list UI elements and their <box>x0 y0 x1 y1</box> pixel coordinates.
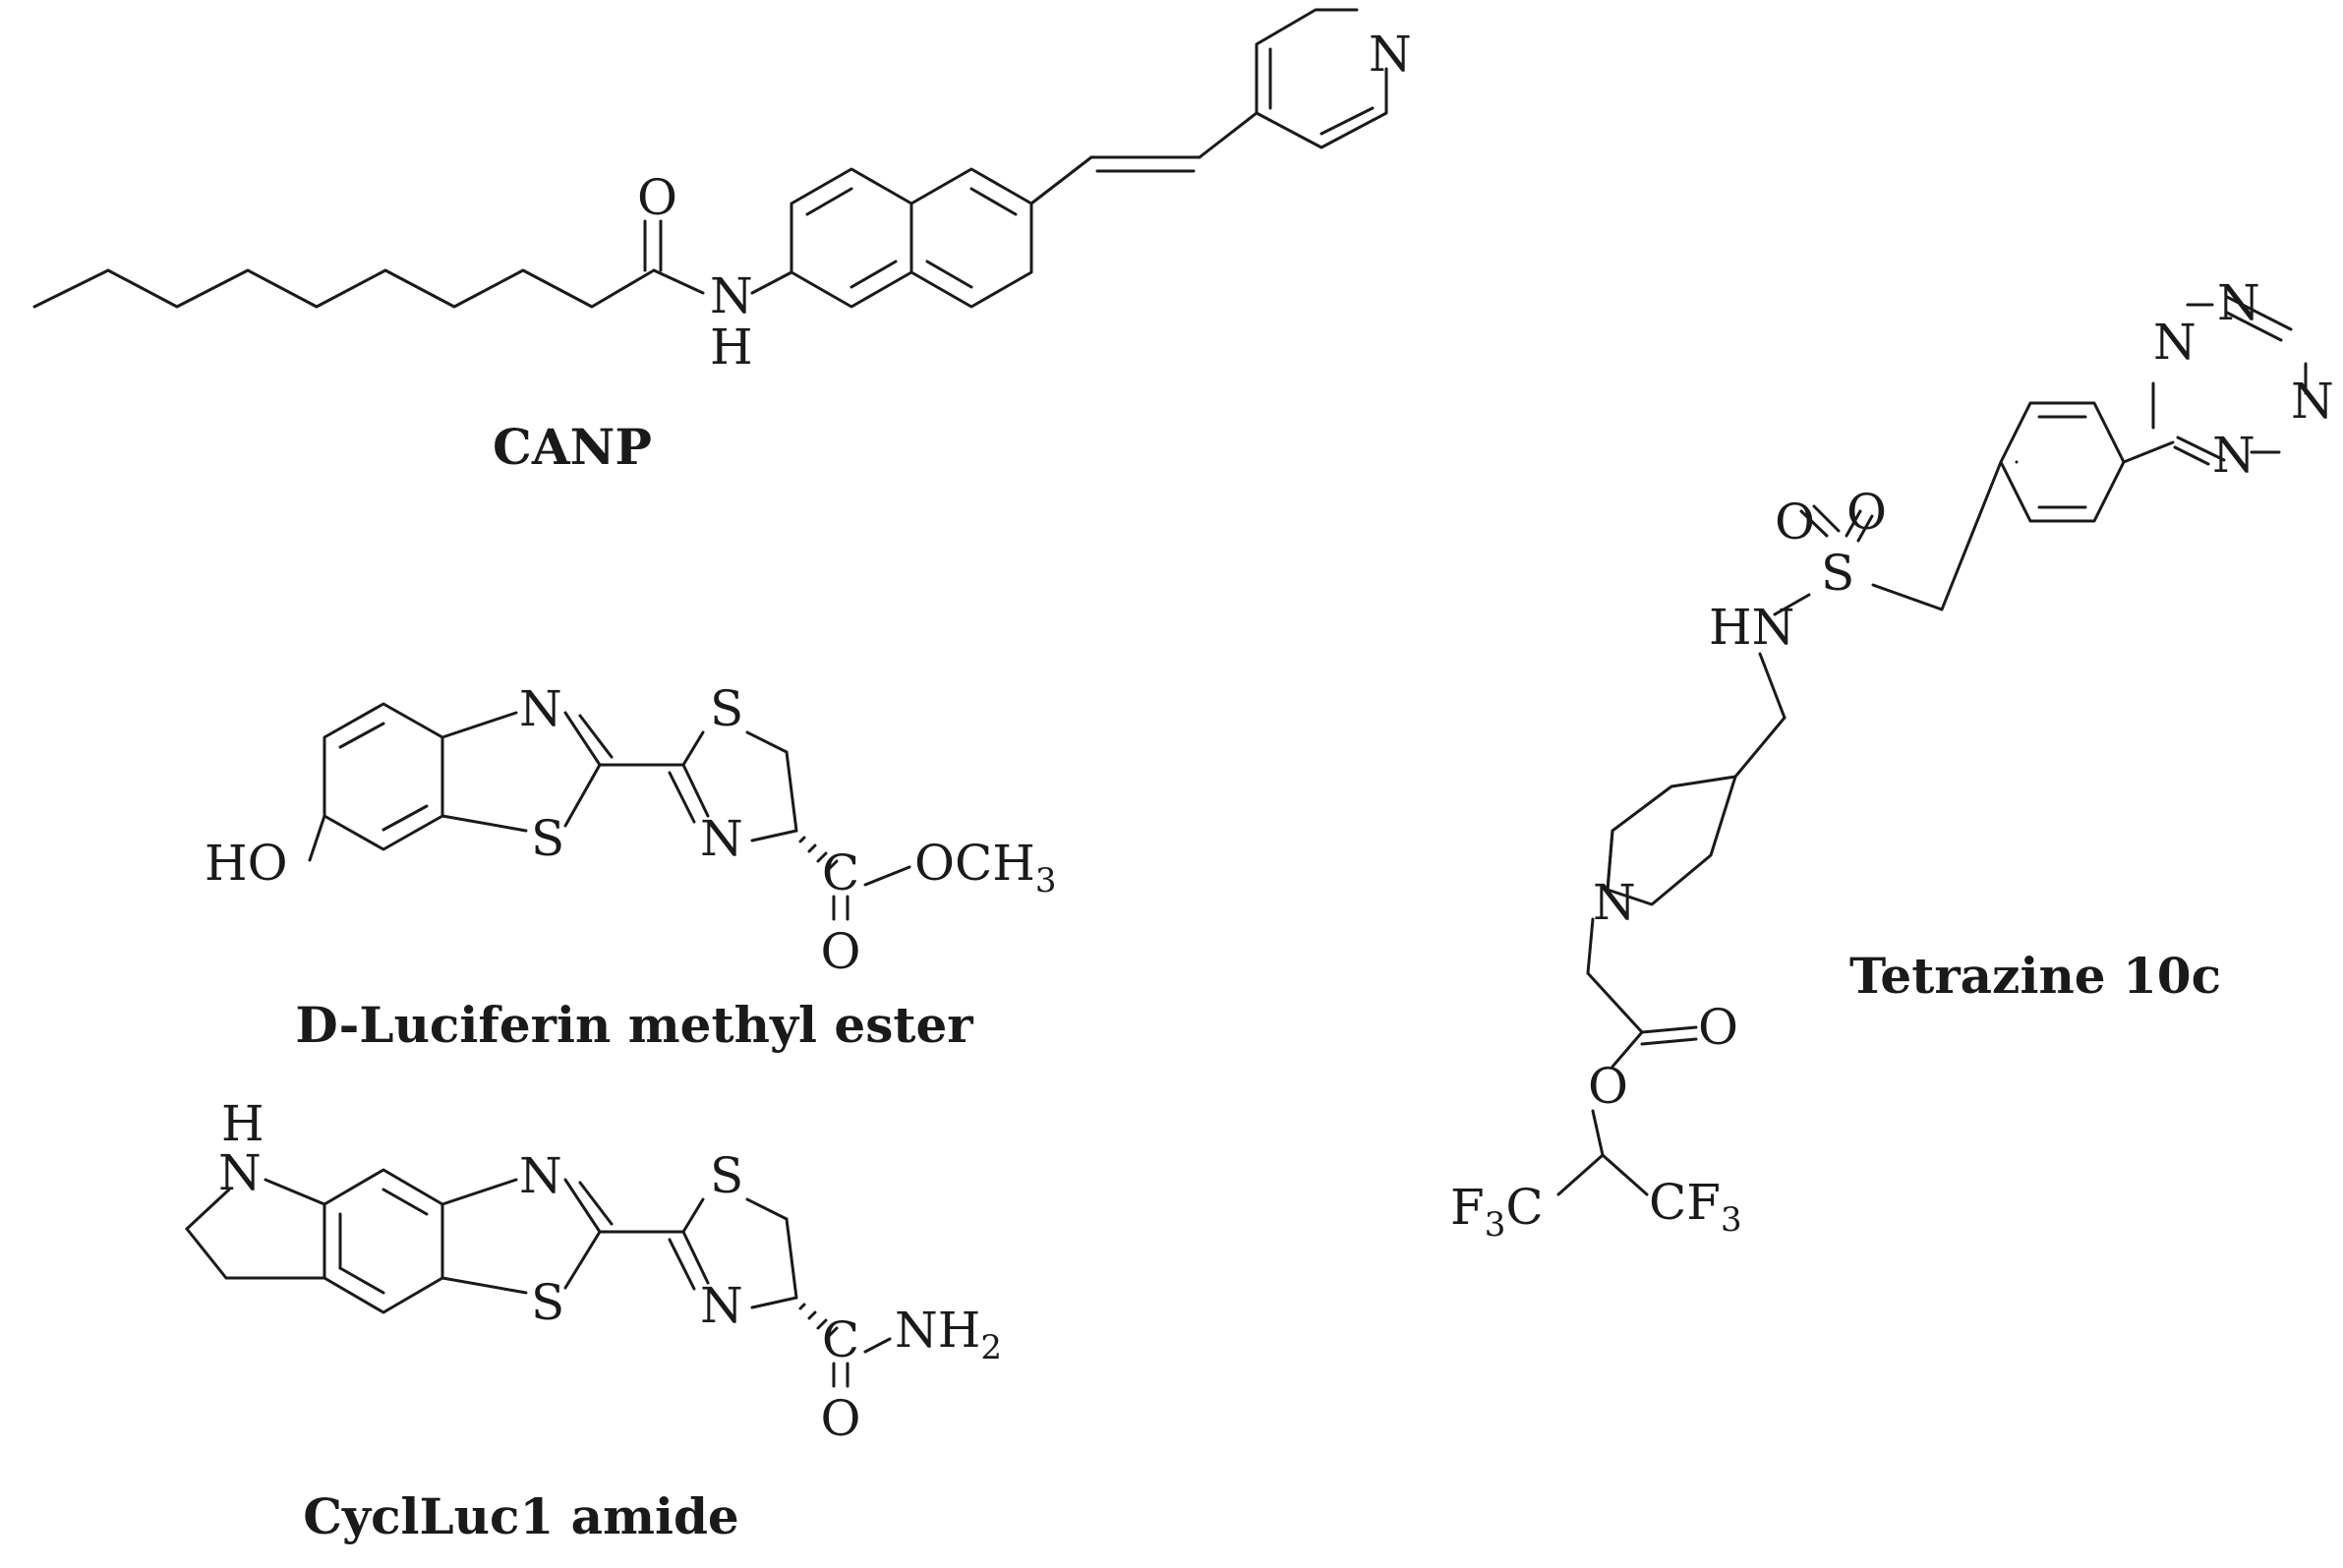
canp-atom-h: H <box>710 319 753 376</box>
tetrazine-atom-n: N <box>1593 874 1636 931</box>
molecule-luciferin-methyl-ester: HO N S S N C O OCH3 D-Luciferin methyl e… <box>205 680 1057 1054</box>
luciferin-atom-s1: S <box>531 810 564 867</box>
canp-caption: CANP <box>493 418 652 476</box>
luciferin-caption: D-Luciferin methyl ester <box>295 996 973 1054</box>
cyclluc-hash-bond <box>798 1303 839 1340</box>
canp-atom-pyridine-n: N <box>1369 26 1412 83</box>
cyclluc-bonds <box>185 1168 892 1388</box>
cyclluc-atom-n2: N <box>700 1277 743 1334</box>
luciferin-atom-c: C <box>822 844 859 901</box>
tetrazine-atom-o1: O <box>1775 494 1815 551</box>
tetrazine-atom-n2: N <box>2153 314 2197 371</box>
tetrazine-bonds <box>1556 295 2308 1196</box>
tetrazine-atom-n1: N <box>2217 274 2260 331</box>
luciferin-bonds <box>308 702 911 921</box>
tetrazine-atom-cf3: CF3 <box>1649 1174 1742 1240</box>
tetrazine-atom-hn: HN <box>1709 599 1794 656</box>
luciferin-atom-ho: HO <box>205 835 288 892</box>
cyclluc-atom-n1: N <box>519 1147 562 1204</box>
luciferin-hash-bond <box>798 836 839 873</box>
cyclluc-atom-h: H <box>221 1095 264 1152</box>
canp-atom-n: N <box>710 267 753 324</box>
molecule-tetrazine-10c: N N N N O O S HN N O O F3C CF3 Tetrazine… <box>1450 274 2334 1245</box>
molecule-canp: O N H N CANP <box>32 8 1412 476</box>
tetrazine-atom-n3: N <box>2291 373 2334 430</box>
tetrazine-atom-o4: O <box>1588 1058 1628 1115</box>
cyclluc-atom-nh2: NH2 <box>895 1302 1002 1367</box>
tetrazine-atom-o3: O <box>1698 999 1738 1056</box>
tetrazine-atom-o2: O <box>1846 484 1887 541</box>
luciferin-atom-och3: OCH3 <box>914 835 1057 900</box>
cyclluc-atom-s2: S <box>710 1147 743 1204</box>
tetrazine-atom-f3c: F3C <box>1450 1179 1544 1245</box>
cyclluc-atom-s1: S <box>531 1274 564 1331</box>
tetrazine-caption: Tetrazine 10c <box>1849 947 2221 1005</box>
luciferin-atom-o: O <box>821 923 861 980</box>
cyclluc-caption: CyclLuc1 amide <box>303 1487 739 1545</box>
tetrazine-atom-s: S <box>1821 545 1854 602</box>
luciferin-atom-s2: S <box>710 680 743 737</box>
cyclluc-atom-n0: N <box>218 1144 262 1201</box>
canp-bonds <box>32 8 1388 309</box>
molecule-cyclluc1-amide: H N N S S N C O NH2 CyclLuc1 amide <box>185 1095 1002 1545</box>
canp-atom-o: O <box>637 169 677 226</box>
luciferin-atom-n1: N <box>519 680 562 737</box>
luciferin-atom-n2: N <box>700 810 743 867</box>
cyclluc-atom-o: O <box>821 1390 861 1447</box>
cyclluc-atom-c: C <box>822 1311 859 1368</box>
tetrazine-atom-n4: N <box>2212 427 2255 484</box>
